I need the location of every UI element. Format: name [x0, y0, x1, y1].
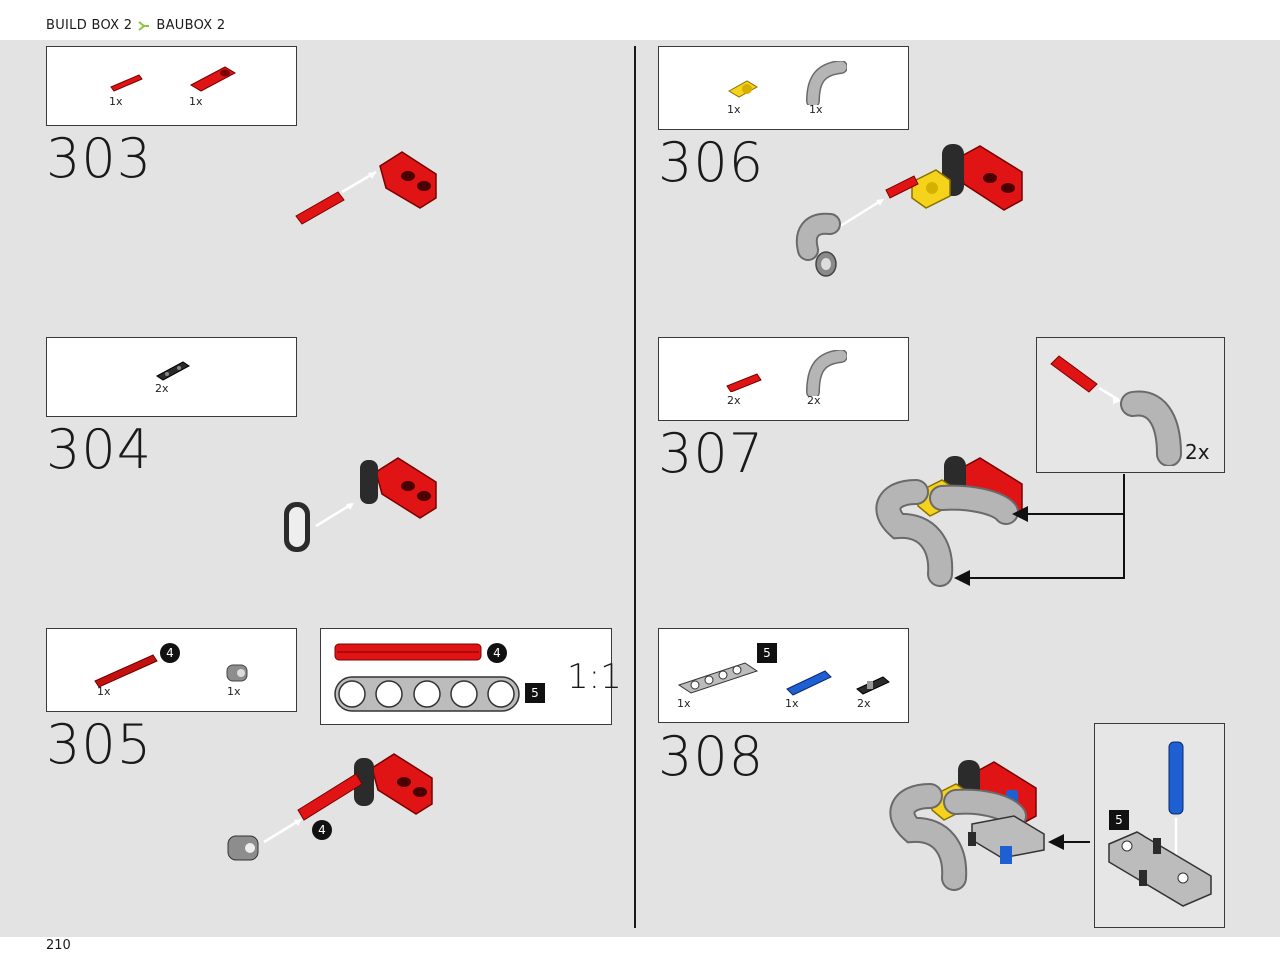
step-305-illustration	[227, 753, 433, 861]
grey-bush-icon	[226, 664, 248, 682]
beam-length-badge: 5	[757, 643, 777, 663]
step-307-illustration	[875, 456, 1125, 587]
part-qty: 1x	[189, 95, 203, 108]
parts-list-305: 4 1x 1x	[46, 628, 297, 712]
parts-list-306: 1x 1x	[658, 46, 909, 130]
part-qty: 1x	[109, 95, 123, 108]
part-qty: 1x	[227, 685, 241, 698]
scale-reference-box: 4 5 1:1	[320, 628, 622, 725]
step-number-303: 303	[46, 127, 153, 190]
parts-list-303: 1x 1x	[46, 46, 297, 126]
sub-assembly-307-illustration	[1050, 355, 1182, 466]
sub-assembly-308: 5	[1094, 723, 1225, 928]
sub-beam-length-badge: 5	[1109, 810, 1129, 830]
dark-pin-icon	[856, 676, 890, 695]
parts-list-308: 5 1x 1x 2x	[658, 628, 909, 723]
header: BUILD BOX 2 BAUBOX 2	[46, 18, 226, 33]
sub-assembly-308-illustration	[1108, 741, 1212, 907]
step-308-illustration	[889, 760, 1090, 891]
step-306-illustration	[795, 144, 1023, 277]
parts-list-304: 2x	[46, 337, 297, 417]
step-304-illustration	[284, 457, 437, 552]
page-number: 210	[46, 938, 71, 953]
red-axle-pin-icon	[110, 74, 143, 92]
step-number-305: 305	[46, 713, 153, 776]
part-qty: 2x	[727, 394, 741, 407]
grey-beam-scale-icon	[334, 676, 520, 712]
part-qty: 1x	[677, 697, 691, 710]
sub-assembly-307: 2x	[1036, 337, 1225, 473]
part-qty: 1x	[727, 103, 741, 116]
chevron-right-icon	[138, 20, 150, 31]
page-divider	[634, 46, 636, 928]
grey-elbow-icon	[806, 61, 847, 105]
callout-length-badge: 4	[312, 820, 332, 840]
beam-length-badge: 5	[525, 683, 545, 703]
header-build-box: BUILD BOX 2	[46, 18, 133, 33]
yellow-connector-icon	[728, 80, 758, 98]
axle-length-badge: 4	[487, 643, 507, 663]
step-number-304: 304	[46, 418, 153, 481]
grey-elbow-icon	[806, 350, 847, 396]
step-number-308: 308	[658, 725, 765, 788]
red-axle-scale-icon	[334, 643, 482, 661]
red-axle-pin-icon	[726, 373, 762, 392]
step-number-306: 306	[658, 131, 765, 194]
red-axle-icon	[94, 654, 158, 688]
blue-pin-icon	[786, 670, 832, 696]
parts-list-307: 2x 2x	[658, 337, 909, 421]
dark-connector-plate-icon	[156, 361, 190, 381]
header-baubox: BAUBOX 2	[156, 18, 226, 33]
length-badge: 4	[160, 643, 180, 663]
part-qty: 1x	[785, 697, 799, 710]
part-qty: 1x	[97, 685, 111, 698]
step-303-illustration	[295, 151, 437, 225]
part-qty: 2x	[155, 382, 169, 395]
instruction-page	[0, 40, 1280, 937]
part-qty: 1x	[809, 103, 823, 116]
grey-beam-icon	[677, 662, 759, 694]
part-qty: 2x	[857, 697, 871, 710]
step-number-307: 307	[658, 422, 765, 485]
scale-label: 1:1	[567, 657, 622, 697]
sub-assembly-qty: 2x	[1185, 440, 1210, 464]
red-beam-connector-icon	[189, 66, 237, 92]
part-qty: 2x	[807, 394, 821, 407]
